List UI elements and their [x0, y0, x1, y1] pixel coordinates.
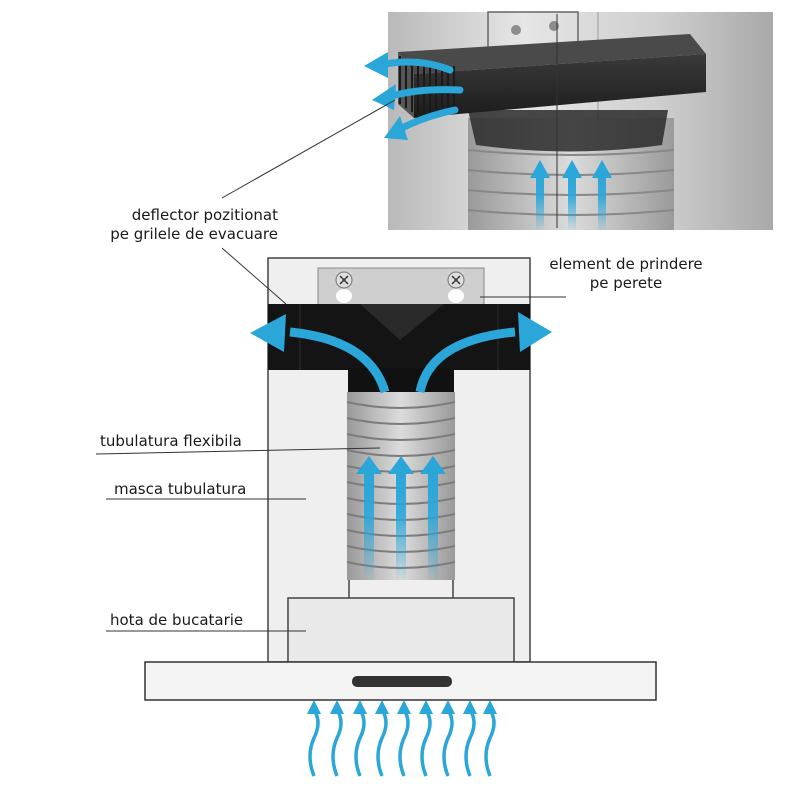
label-deflector-line2: pe grilele de evacuare: [110, 225, 278, 243]
label-mounting-line1: element de prindere: [549, 255, 703, 273]
photo-airflow-arrows: [530, 160, 612, 230]
label-mounting: element de prindere pe perete: [536, 255, 716, 293]
label-hood: hota de bucatarie: [110, 611, 244, 629]
hood-chimney: [287, 597, 515, 663]
duct-airflow-arrows: [356, 456, 446, 580]
hood-canopy: [144, 661, 657, 701]
photo-inset: [364, 11, 773, 230]
screw-icon: [447, 271, 465, 289]
label-deflector: deflector pozitionat pe grilele de evacu…: [62, 206, 278, 244]
screw-icon: [335, 271, 353, 289]
exhaust-arrows: [250, 312, 552, 394]
label-mounting-line2: pe perete: [589, 274, 663, 292]
label-duct-cover: masca tubulatura: [114, 480, 247, 498]
intake-airflow-arrows: [308, 709, 496, 777]
mounting-bracket: [317, 267, 485, 309]
leader-lines: [95, 99, 566, 632]
label-deflector-line1: deflector pozitionat: [131, 206, 278, 224]
label-flex-duct: tubulatura flexibila: [100, 432, 242, 450]
